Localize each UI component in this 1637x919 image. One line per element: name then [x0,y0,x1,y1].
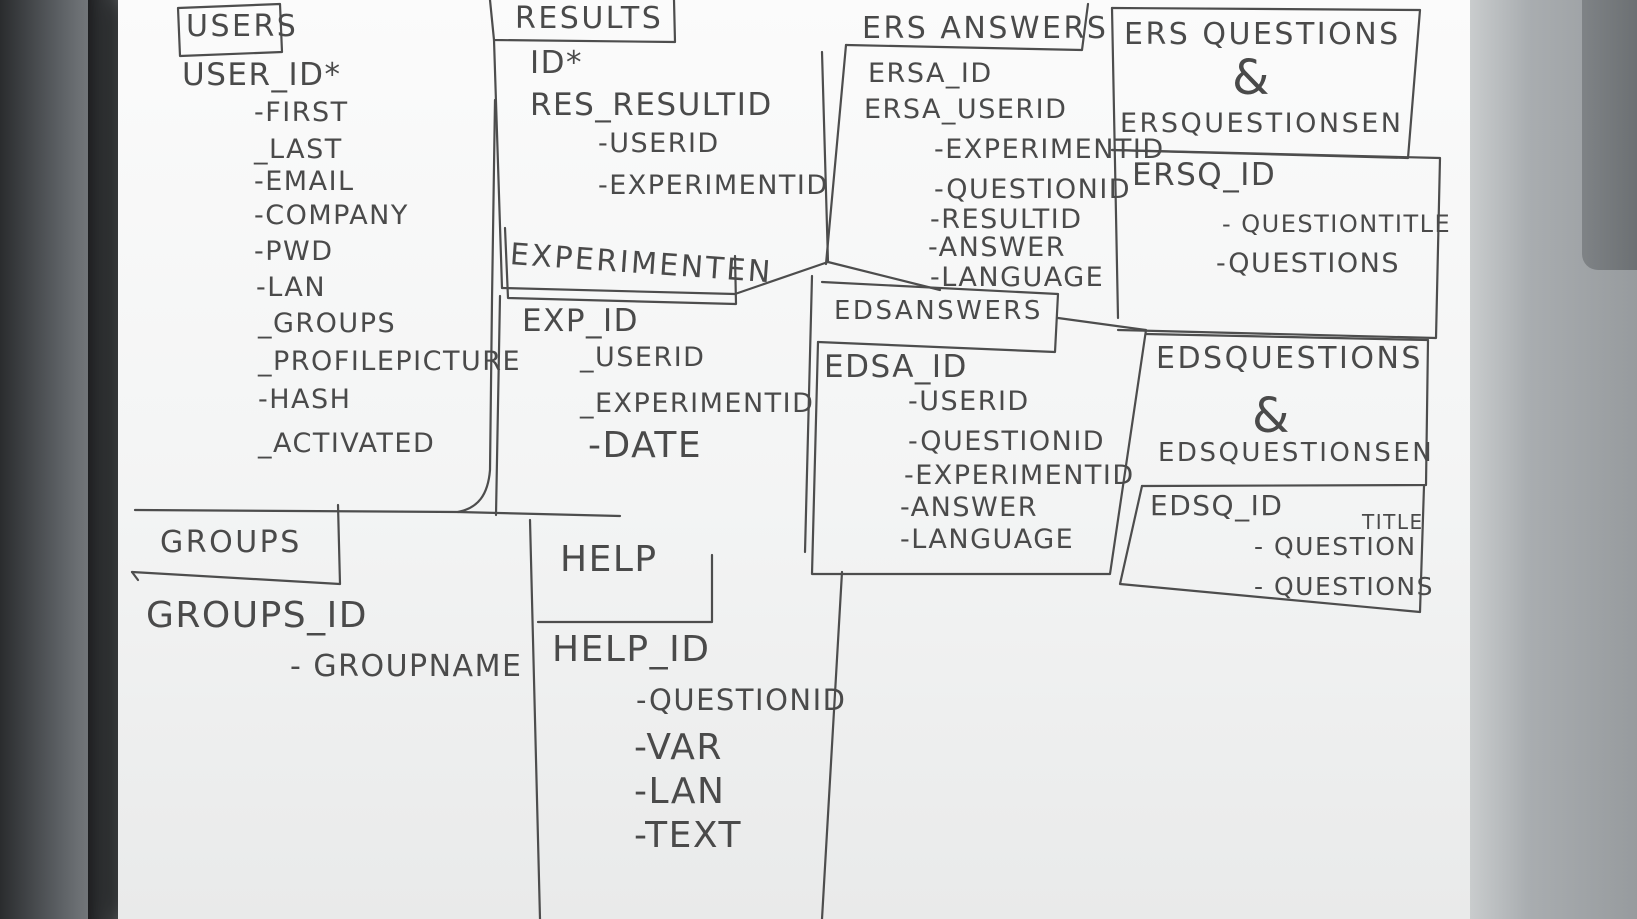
ers-answers-field: -EXPERIMENTID [934,134,1165,165]
users-field: _GROUPS [258,308,397,339]
help-left-border [528,518,542,919]
groups-title-box [130,503,342,586]
experiment-field: _EXPERIMENTID [580,388,815,419]
eds-answers-field: -LANGUAGE [900,524,1075,555]
ers-answers-primary-key: ERSA_ID [868,58,993,89]
users-field: -LAN [256,272,327,303]
eds-answers-field: -ANSWER [900,492,1038,523]
users-field: -HASH [258,384,352,415]
ers-answers-field: -LANGUAGE [930,262,1105,293]
groups-right-border [130,570,140,582]
users-primary-key: USER_ID* [182,57,342,93]
experiment-primary-key: EXP_ID [522,303,640,339]
eds-questions-ampersand: & [1252,388,1291,444]
help-field: -TEXT [634,815,742,856]
results-table-title: RESULTS [515,1,664,36]
ers-questions-title-line1: ERS QUESTIONS [1124,17,1401,52]
ers-questions-field: -QUESTIONS [1216,248,1400,279]
users-title-box [176,2,284,58]
eds-questions-body-box [1118,484,1426,614]
ers-questions-body-box [1110,148,1442,340]
eds-questions-field: - QUESTION [1254,532,1417,561]
users-field: _ACTIVATED [258,428,436,459]
users-field: -FIRST [254,97,349,128]
ers-answers-left-border [824,43,848,266]
eds-answers-body-box [810,316,1148,576]
ers-questions-ampersand: & [1232,50,1271,106]
groups-primary-key: GROUPS_ID [146,595,368,636]
results-primary-key: ID* [530,45,584,81]
results-bottom-border [500,260,942,296]
eds-questions-title-line2: EDSQUESTIONSEN [1158,438,1435,468]
ers-answers-user-id: ERSA_USERID [864,94,1068,125]
help-table-title: HELP [560,539,658,580]
eds-answers-title-box [816,280,1060,354]
ers-questions-field: - QUESTIONTITLE [1222,210,1452,238]
eds-answers-field: -USERID [908,386,1030,417]
help-title-box [536,553,714,624]
users-field: -COMPANY [254,200,409,231]
users-field: -PWD [254,236,334,267]
experiment-title-box [503,226,738,306]
results-right-border [820,50,830,264]
ers-questions-primary-key: ERSQ_ID [1132,157,1277,193]
users-field: _LAST [254,134,343,165]
wall-device [1582,0,1637,270]
ers-answers-field: -QUESTIONID [934,174,1132,205]
experiment-left-border [494,294,502,517]
users-field: _PROFILEPICTURE [258,346,522,377]
ers-questions-title-line2: ERSQUESTIONSEN [1120,108,1404,139]
experiment-field: _USERID [580,342,706,373]
eds-questions-title-box [1140,332,1430,488]
users-table-title: USERS [186,9,299,44]
experiment-right-border [803,274,814,554]
ers-answers-field: -ANSWER [928,232,1066,263]
results-left-border [492,38,504,290]
help-right-border [820,570,844,919]
ers-answers-table-title: ERS ANSWERS [862,11,1109,46]
ers-answers-right-border [1110,6,1120,320]
results-field: -USERID [598,128,720,159]
ers-answers-title-box [844,2,1090,52]
ers-answers-field: -RESULTID [930,204,1083,235]
help-primary-key: HELP_ID [552,629,711,670]
help-field: -LAN [634,771,726,812]
groups-field: - GROUPNAME [290,649,523,684]
results-title-box [488,0,677,44]
eds-questions-title-line1: EDSQUESTIONS [1156,341,1423,376]
results-result-id: RES_RESULTID [530,87,773,123]
users-bottom-border [133,508,622,518]
eds-questions-title-note: TITLE [1362,510,1424,534]
results-field: -EXPERIMENTID [598,170,829,201]
eds-answers-table-title: EDSANSWERS [834,296,1043,326]
users-right-border [456,98,497,514]
eds-questions-field: - QUESTIONS [1254,572,1435,601]
eds-answers-field: -QUESTIONID [908,426,1106,457]
groups-table-title: GROUPS [160,525,302,560]
help-field: -VAR [634,727,723,768]
help-field: -QUESTIONID [636,683,847,717]
eds-answers-primary-key: EDSA_ID [824,349,968,385]
eds-questions-primary-key: EDSQ_ID [1150,489,1284,522]
users-field: -EMAIL [254,166,355,197]
eds-answers-field: -EXPERIMENTID [904,460,1135,491]
experiment-field: -DATE [588,425,703,466]
